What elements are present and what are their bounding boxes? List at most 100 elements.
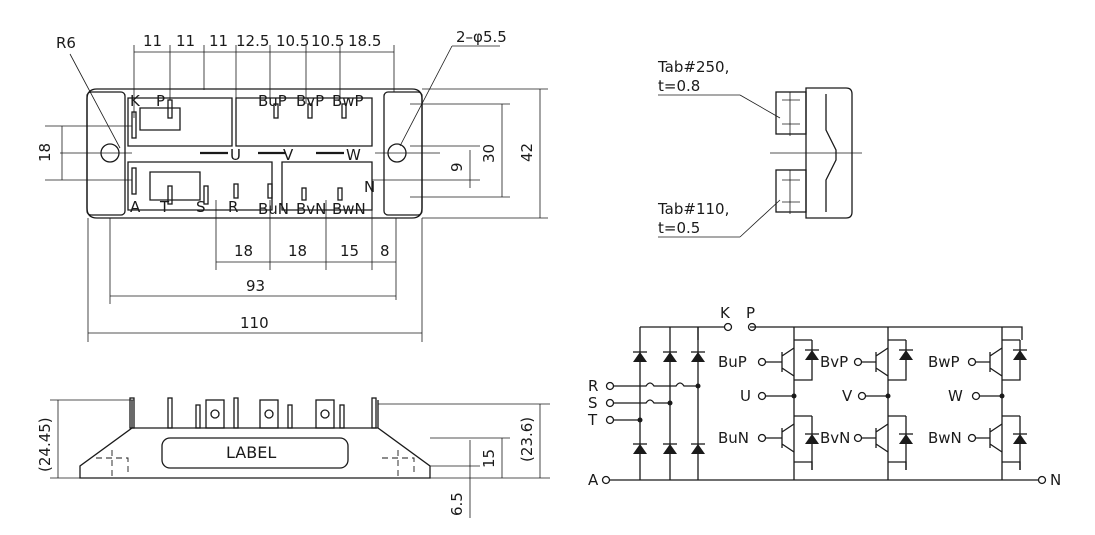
dim-top-7: 18.5 — [348, 32, 381, 50]
dim-top-6: 10.5 — [311, 32, 344, 50]
label-a: A — [588, 471, 599, 489]
label-bun: BuN — [718, 429, 749, 447]
pin-bup — [273, 103, 279, 119]
pin-bwn — [337, 187, 343, 201]
dim-side-left: (24.45) — [36, 417, 54, 472]
tab-profile — [825, 94, 837, 212]
hole-note: 2–φ5.5 — [456, 28, 507, 46]
side-pins — [129, 397, 377, 429]
tab-bottom-leader — [739, 199, 781, 238]
dim-right-42: 42 — [518, 143, 536, 162]
pin-p — [167, 99, 173, 119]
term-bwp-label: BwP — [332, 92, 364, 110]
lower-left-compartment — [127, 161, 273, 211]
label-bvn: BvN — [820, 429, 850, 447]
dim-right-30: 30 — [480, 144, 498, 163]
left-ear — [86, 91, 126, 216]
label-v: V — [842, 387, 853, 405]
pin-bvn — [301, 187, 307, 201]
label-k: K — [720, 304, 731, 322]
term-s-label: S — [196, 198, 206, 216]
hidden-left — [96, 450, 129, 478]
pin-bvp — [307, 103, 313, 119]
dim-15: 15 — [480, 449, 498, 468]
radius-leader — [69, 53, 121, 149]
inverter-leg-v: BvP BvN V — [820, 327, 913, 480]
term-v-label: V — [283, 146, 294, 164]
inner-box-2 — [149, 171, 201, 201]
tab-bottom-line2: t=0.5 — [658, 219, 700, 237]
inverter-leg-u: BuP BuN U — [718, 327, 819, 480]
dim-top-1: 11 — [143, 32, 162, 50]
label-text: LABEL — [226, 443, 276, 462]
rail-p — [640, 326, 1023, 340]
term-bwn-label: BwN — [332, 200, 366, 218]
dim-top-5: 10.5 — [276, 32, 309, 50]
term-u-label: U — [230, 146, 241, 164]
dim-side-right: (23.6) — [518, 417, 536, 462]
term-r-label: R — [228, 198, 238, 216]
upper-left-compartment — [127, 97, 233, 147]
node-p — [747, 322, 757, 332]
pin-s — [203, 185, 209, 205]
hole-leader — [399, 45, 453, 147]
inverter-leg-w: BwP BwN W — [928, 327, 1027, 480]
tab-view: Tab#250, t=0.8 Tab#110, t=0.5 — [657, 58, 862, 238]
tab-lower — [775, 169, 807, 213]
term-t-label: T — [159, 198, 170, 216]
label-t: T — [587, 411, 598, 429]
tab-upper — [775, 91, 807, 135]
tab-body — [805, 87, 853, 219]
node-a — [601, 475, 611, 485]
right-ear — [383, 91, 423, 216]
term-bvn-label: BvN — [296, 200, 326, 218]
term-a-label: A — [130, 198, 141, 216]
hidden-right — [382, 450, 415, 478]
node-r — [605, 381, 615, 391]
dim-top-3: 11 — [209, 32, 228, 50]
bottom-dimension-chain: 18 18 15 8 — [215, 200, 397, 300]
dim-6-5: 6.5 — [448, 492, 466, 516]
label-s: S — [588, 394, 598, 412]
node-k — [723, 322, 733, 332]
dim-110: 110 — [240, 314, 269, 332]
label-bwp: BwP — [928, 353, 960, 371]
inner-box-1 — [139, 107, 181, 131]
term-bvp-label: BvP — [296, 92, 324, 110]
node-s — [605, 398, 615, 408]
top-dimension-chain: 11 11 11 12.5 10.5 10.5 18.5 — [133, 32, 395, 118]
pin-t — [167, 185, 173, 205]
dim-bottom-1: 18 — [234, 242, 253, 260]
label-bwn: BwN — [928, 429, 962, 447]
schematic: K P A N — [587, 304, 1061, 489]
top-view: K P BuP BvP BwP U V W A T S R BuN BvN Bw… — [36, 28, 548, 342]
dim-bottom-2: 18 — [288, 242, 307, 260]
term-k-label: K — [130, 92, 141, 110]
term-n-label: N — [364, 178, 375, 196]
dim-left-18: 18 — [36, 143, 54, 162]
tab-top-leader — [739, 94, 781, 119]
dim-top-4: 12.5 — [236, 32, 269, 50]
label-p: P — [746, 304, 755, 322]
label-r: R — [588, 377, 598, 395]
pin-a — [131, 167, 137, 195]
node-t — [605, 415, 615, 425]
dim-right-9: 9 — [448, 162, 466, 172]
label-bup: BuP — [718, 353, 747, 371]
term-bup-label: BuP — [258, 92, 287, 110]
dim-bottom-4: 8 — [380, 242, 390, 260]
side-view: LABEL (24.45) (23.6) 1 — [36, 397, 550, 518]
dim-top-2: 11 — [176, 32, 195, 50]
dim-93: 93 — [246, 277, 265, 295]
label-n: N — [1050, 471, 1061, 489]
rectifier-bridge: R S T — [587, 340, 705, 480]
tab-bottom-line1: Tab#110, — [657, 200, 729, 218]
label-w: W — [948, 387, 963, 405]
dim-bottom-3: 15 — [340, 242, 359, 260]
label-plate — [161, 437, 349, 469]
tab-top-line2: t=0.8 — [658, 77, 700, 95]
pin-bun — [267, 183, 273, 199]
tab-top-line1: Tab#250, — [657, 58, 729, 76]
label-u: U — [740, 387, 751, 405]
